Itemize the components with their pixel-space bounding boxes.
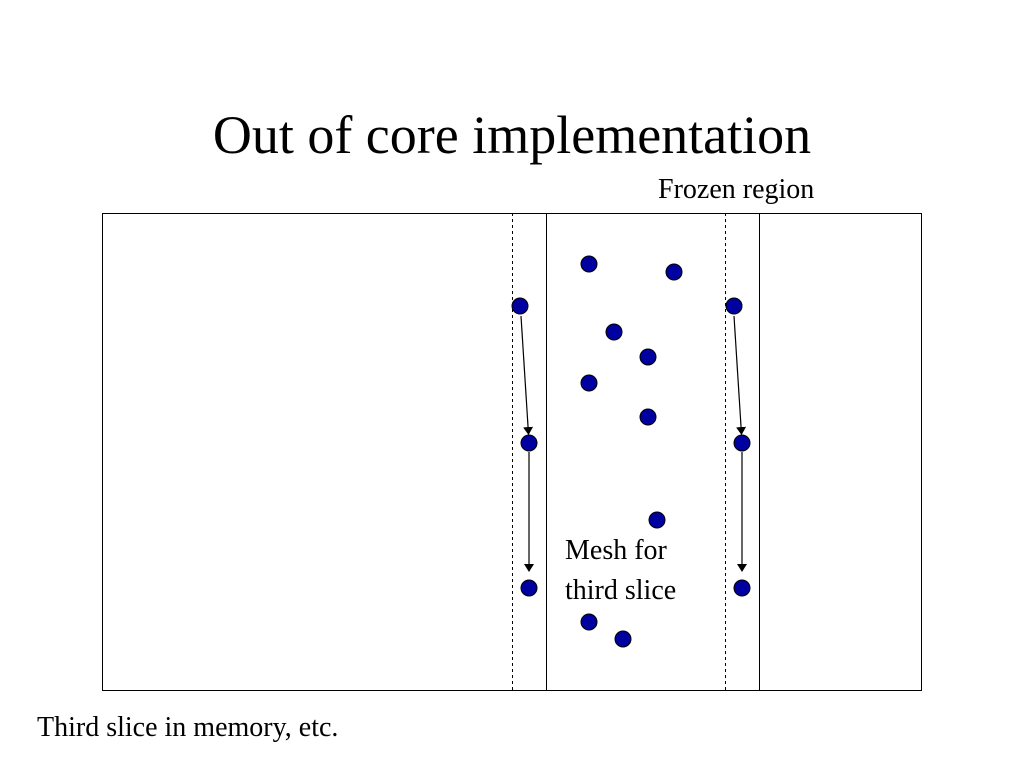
arrow-left-upper bbox=[520, 315, 534, 435]
mesh-point bbox=[725, 297, 743, 315]
mesh-point bbox=[580, 613, 598, 631]
mesh-point bbox=[648, 511, 666, 529]
mesh-point bbox=[580, 255, 598, 273]
slide-title: Out of core implementation bbox=[212, 105, 812, 165]
mesh-label-line-1: Mesh for bbox=[565, 535, 667, 566]
mesh-point bbox=[605, 323, 623, 341]
mesh-label: Mesh for third slice bbox=[565, 531, 676, 611]
mesh-point bbox=[511, 297, 529, 315]
mesh-point bbox=[580, 374, 598, 392]
mesh-point bbox=[665, 263, 683, 281]
mesh-point bbox=[733, 579, 751, 597]
mesh-label-line-2: third slice bbox=[565, 575, 677, 606]
mesh-point bbox=[520, 579, 538, 597]
mesh-point bbox=[520, 434, 538, 452]
slide-caption: Third slice in memory, etc. bbox=[37, 712, 339, 743]
mesh-point bbox=[639, 348, 657, 366]
frozen-region-label: Frozen region bbox=[658, 174, 815, 205]
mesh-point bbox=[639, 408, 657, 426]
mesh-point bbox=[614, 630, 632, 648]
mesh-point bbox=[733, 434, 751, 452]
arrow-right-upper bbox=[733, 315, 747, 435]
